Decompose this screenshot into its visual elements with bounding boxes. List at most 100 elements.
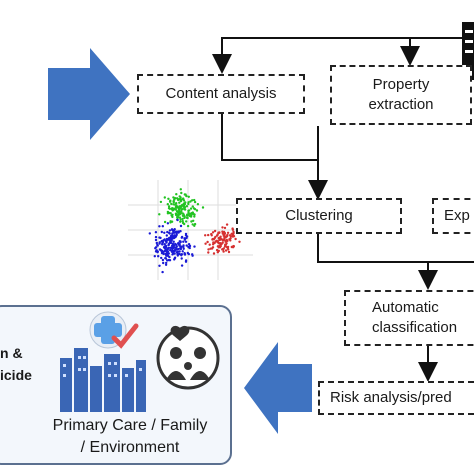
scatter-dot	[179, 188, 182, 191]
scatter-dot	[169, 248, 172, 252]
panel-caption-line1: Primary Care / Family	[52, 417, 208, 434]
scatter-dot	[222, 230, 226, 234]
scatter-dot	[162, 246, 166, 249]
scatter-dot	[179, 211, 182, 215]
scatter-dot	[182, 240, 185, 243]
scatter-dot	[177, 213, 180, 216]
scatter-dot	[181, 214, 185, 217]
scatter-dot	[166, 203, 169, 206]
scatter-dot	[156, 244, 159, 247]
scatter-dot	[201, 206, 205, 209]
scatter-dot	[186, 224, 190, 228]
scatter-dot	[232, 233, 235, 237]
risk-analysis-label: Risk analysis/pred	[330, 389, 452, 406]
content-analysis-label: Content analysis	[165, 85, 277, 102]
cluster-green	[158, 188, 205, 228]
scatter-dot	[173, 246, 177, 249]
scatter-dot	[181, 221, 185, 225]
scatter-dot	[168, 259, 172, 262]
automatic-label-line1: Automatic	[372, 299, 439, 316]
scatter-dot	[191, 205, 194, 208]
scatter-dot	[189, 200, 192, 203]
scatter-dot	[162, 261, 165, 265]
scatter-dot	[223, 226, 227, 230]
scatter-dot	[221, 239, 225, 242]
scatter-dot	[186, 216, 189, 220]
panel-partial-text: n & icide	[0, 342, 32, 386]
scatter-dot	[170, 250, 174, 253]
scatter-dot	[158, 213, 161, 216]
scatter-dot	[193, 245, 196, 248]
scatter-dot	[168, 239, 171, 242]
big-left-arrow-icon	[244, 342, 312, 434]
scatter-dot	[210, 234, 213, 237]
scatter-dot	[185, 194, 188, 198]
scatter-dot	[178, 243, 181, 246]
scatter-dot	[215, 234, 219, 237]
scatter-dot	[178, 252, 181, 256]
scatter-dot	[166, 230, 169, 234]
scatter-dot	[161, 225, 164, 228]
scatter-dot	[170, 207, 174, 211]
scatter-dot	[155, 249, 158, 252]
scatter-dot	[178, 205, 181, 208]
scatter-dot	[176, 218, 179, 222]
scatter-dot	[185, 205, 189, 208]
scatter-dot	[191, 223, 194, 226]
scatter-dot	[163, 231, 166, 234]
scatter-dot	[191, 254, 194, 257]
risk-analysis-box: Risk analysis/pred	[318, 381, 474, 415]
scatter-dot	[172, 230, 175, 233]
scatter-dot	[238, 240, 241, 243]
scatter-dot	[161, 242, 164, 245]
scatter-dot	[176, 252, 179, 256]
scatter-dot	[204, 242, 207, 245]
scatter-dot	[166, 254, 170, 258]
scatter-dot	[181, 217, 184, 221]
scatter-dot	[187, 202, 190, 206]
scatter-dot	[154, 235, 158, 239]
scatter-dot	[208, 243, 211, 246]
scatter-dot	[166, 210, 170, 214]
scatter-dot	[172, 244, 175, 248]
automatic-label-line2: classification	[372, 319, 458, 336]
scatter-dot	[186, 213, 189, 216]
scatter-dot	[170, 228, 174, 231]
scatter-dot	[182, 199, 186, 202]
scatter-dot	[206, 240, 209, 244]
scatter-dot	[181, 219, 184, 223]
scatter-dot	[166, 247, 170, 251]
scatter-dot	[230, 245, 233, 249]
exp-box: Exp	[432, 198, 474, 234]
scatter-dot	[179, 220, 182, 223]
scatter-dot	[187, 195, 190, 198]
scatter-dot	[165, 237, 169, 241]
scatter-dot	[229, 235, 232, 238]
scatter-dot	[188, 209, 191, 212]
scatter-dot	[163, 220, 167, 224]
scatter-dot	[189, 207, 193, 210]
scatter-dot	[168, 232, 171, 235]
scatter-dot	[190, 214, 193, 217]
scatter-dot	[153, 255, 156, 258]
scatter-dot	[163, 196, 166, 199]
scatter-dot	[158, 241, 161, 244]
scatter-dot	[180, 264, 184, 267]
scatter-dot	[187, 252, 190, 256]
scatter-dot	[172, 240, 175, 243]
connector-content-down	[221, 112, 318, 161]
scatter-dot	[178, 216, 182, 219]
scatter-dot	[193, 224, 196, 227]
scatter-dot	[216, 240, 219, 243]
scatter-dot	[204, 234, 207, 237]
scatter-dot	[207, 233, 210, 237]
scatter-dot	[179, 199, 183, 203]
scatter-dot	[184, 240, 188, 243]
scatter-dot	[157, 255, 160, 258]
scatter-dot	[175, 213, 178, 217]
scatter-dot	[164, 252, 167, 256]
scatter-dot	[191, 199, 194, 202]
scatter-dot	[187, 243, 191, 246]
scatter-dot	[161, 258, 165, 262]
